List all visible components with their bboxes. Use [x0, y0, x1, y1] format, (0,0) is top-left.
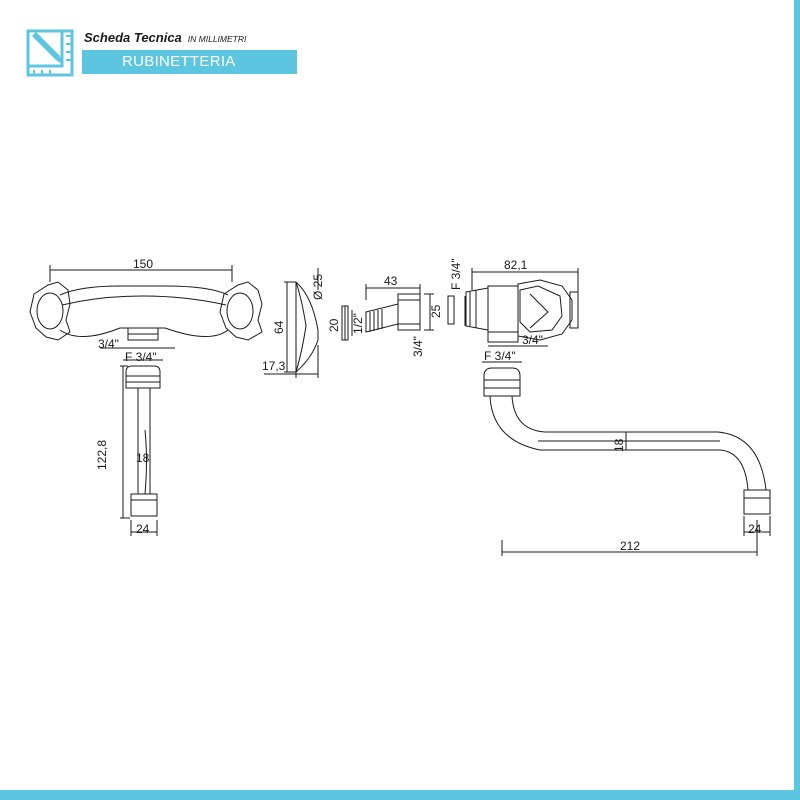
right-frame-band	[794, 0, 800, 800]
ruler-pencil-icon	[26, 29, 74, 77]
dim-spout-thread: F 3/4"	[484, 349, 516, 363]
dim-rosette-depth: 17,3	[262, 359, 286, 373]
dim-rosette-diameter: Ø 25	[311, 274, 325, 300]
dim-riser-thread: F 3/4"	[125, 350, 157, 364]
category-band: RUBINETTERIA	[82, 50, 297, 74]
spout-view: F 3/4" 18 24 212	[482, 349, 771, 556]
right-handle	[219, 281, 263, 341]
dim-spout-diameter: 18	[612, 438, 626, 452]
dim-fitting-length: 43	[384, 274, 398, 288]
header-title-main: Scheda Tecnica	[84, 30, 182, 45]
dim-valve-length: 82,1	[504, 258, 528, 272]
dim-rosette-height: 64	[272, 320, 286, 334]
dim-nut-thread: 1/2"	[351, 313, 365, 334]
dim-riser-length: 122,8	[95, 440, 109, 470]
dim-spout-end: 24	[748, 522, 762, 536]
dim-riser-diameter: 18	[136, 451, 150, 465]
dim-nut-height: 20	[327, 318, 341, 332]
dim-body-width: 150	[133, 257, 153, 271]
dim-valve-thread: F 3/4"	[449, 258, 463, 290]
bottom-frame-band	[0, 790, 800, 800]
dim-body-inlet: 3/4"	[98, 337, 119, 351]
header-subtitle: IN MILLIMETRI	[187, 34, 247, 44]
fitting-view: 43 25 3/4"	[365, 274, 443, 357]
riser-pipe-view: F 3/4" 122,8 18 24	[95, 350, 163, 536]
mixer-body-view: 150 3/4"	[29, 257, 263, 351]
dim-valve-outlet: 3/4"	[522, 333, 543, 347]
dim-spout-reach: 212	[620, 539, 640, 553]
nut-view: 20 1/2"	[327, 305, 365, 341]
valve-body-view: F 3/4" 82,1 3/4"	[447, 258, 579, 347]
dim-riser-end: 24	[136, 522, 150, 536]
rosette-view: 64 Ø 25 17,3	[262, 268, 325, 378]
dim-fitting-height: 25	[429, 304, 443, 318]
dim-fitting-thread: 3/4"	[411, 336, 425, 357]
left-handle	[29, 281, 71, 341]
header-title: Scheda Tecnica IN MILLIMETRI	[84, 28, 246, 48]
